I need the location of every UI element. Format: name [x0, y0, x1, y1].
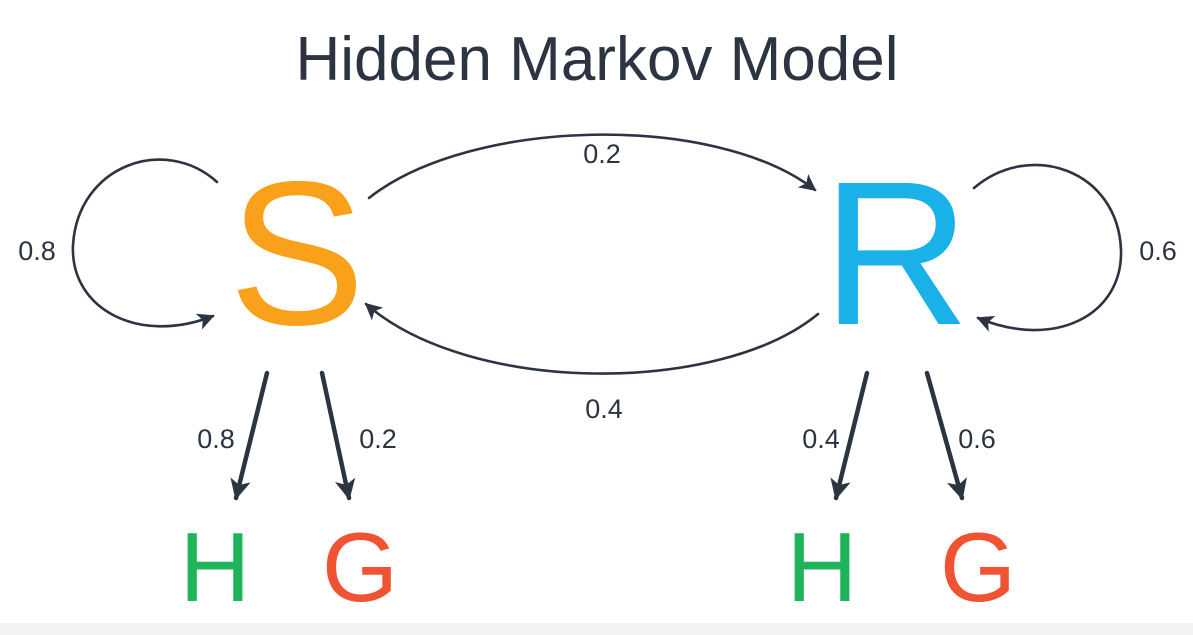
transition-s-to-r-label: 0.2: [583, 139, 621, 169]
transition-s-to-r-arc: [367, 133, 817, 200]
transition-s-to-s-label: 0.8: [18, 236, 56, 266]
emission-s-h-prob-label: 0.8: [197, 424, 235, 454]
transition-r-to-s-label: 0.4: [585, 394, 623, 424]
emission-s-to-g-arrow: [319, 370, 356, 501]
observation-s-g-node: G: [322, 512, 398, 622]
observation-r-g-node: G: [940, 512, 1016, 622]
diagram-title: Hidden Markov Model: [295, 25, 898, 94]
bottom-strip: [0, 623, 1193, 635]
transition-r-to-r-label: 0.6: [1139, 236, 1177, 266]
state-s-node: S: [229, 139, 366, 368]
transition-r-to-s-arc: [364, 302, 820, 375]
emission-r-g-prob-label: 0.6: [958, 424, 996, 454]
observation-r-h-node: H: [787, 512, 858, 622]
emission-r-to-g-arrow: [924, 370, 967, 501]
emission-s-g-prob-label: 0.2: [359, 424, 397, 454]
emission-r-to-h-arrow: [830, 370, 870, 501]
transition-r-to-r-arc: [972, 163, 1123, 332]
state-r-node: R: [822, 139, 970, 368]
emission-r-h-prob-label: 0.4: [802, 424, 840, 454]
emission-s-to-h-arrow: [230, 370, 270, 501]
observation-s-h-node: H: [180, 512, 251, 622]
transition-s-to-s-arc: [71, 158, 219, 330]
